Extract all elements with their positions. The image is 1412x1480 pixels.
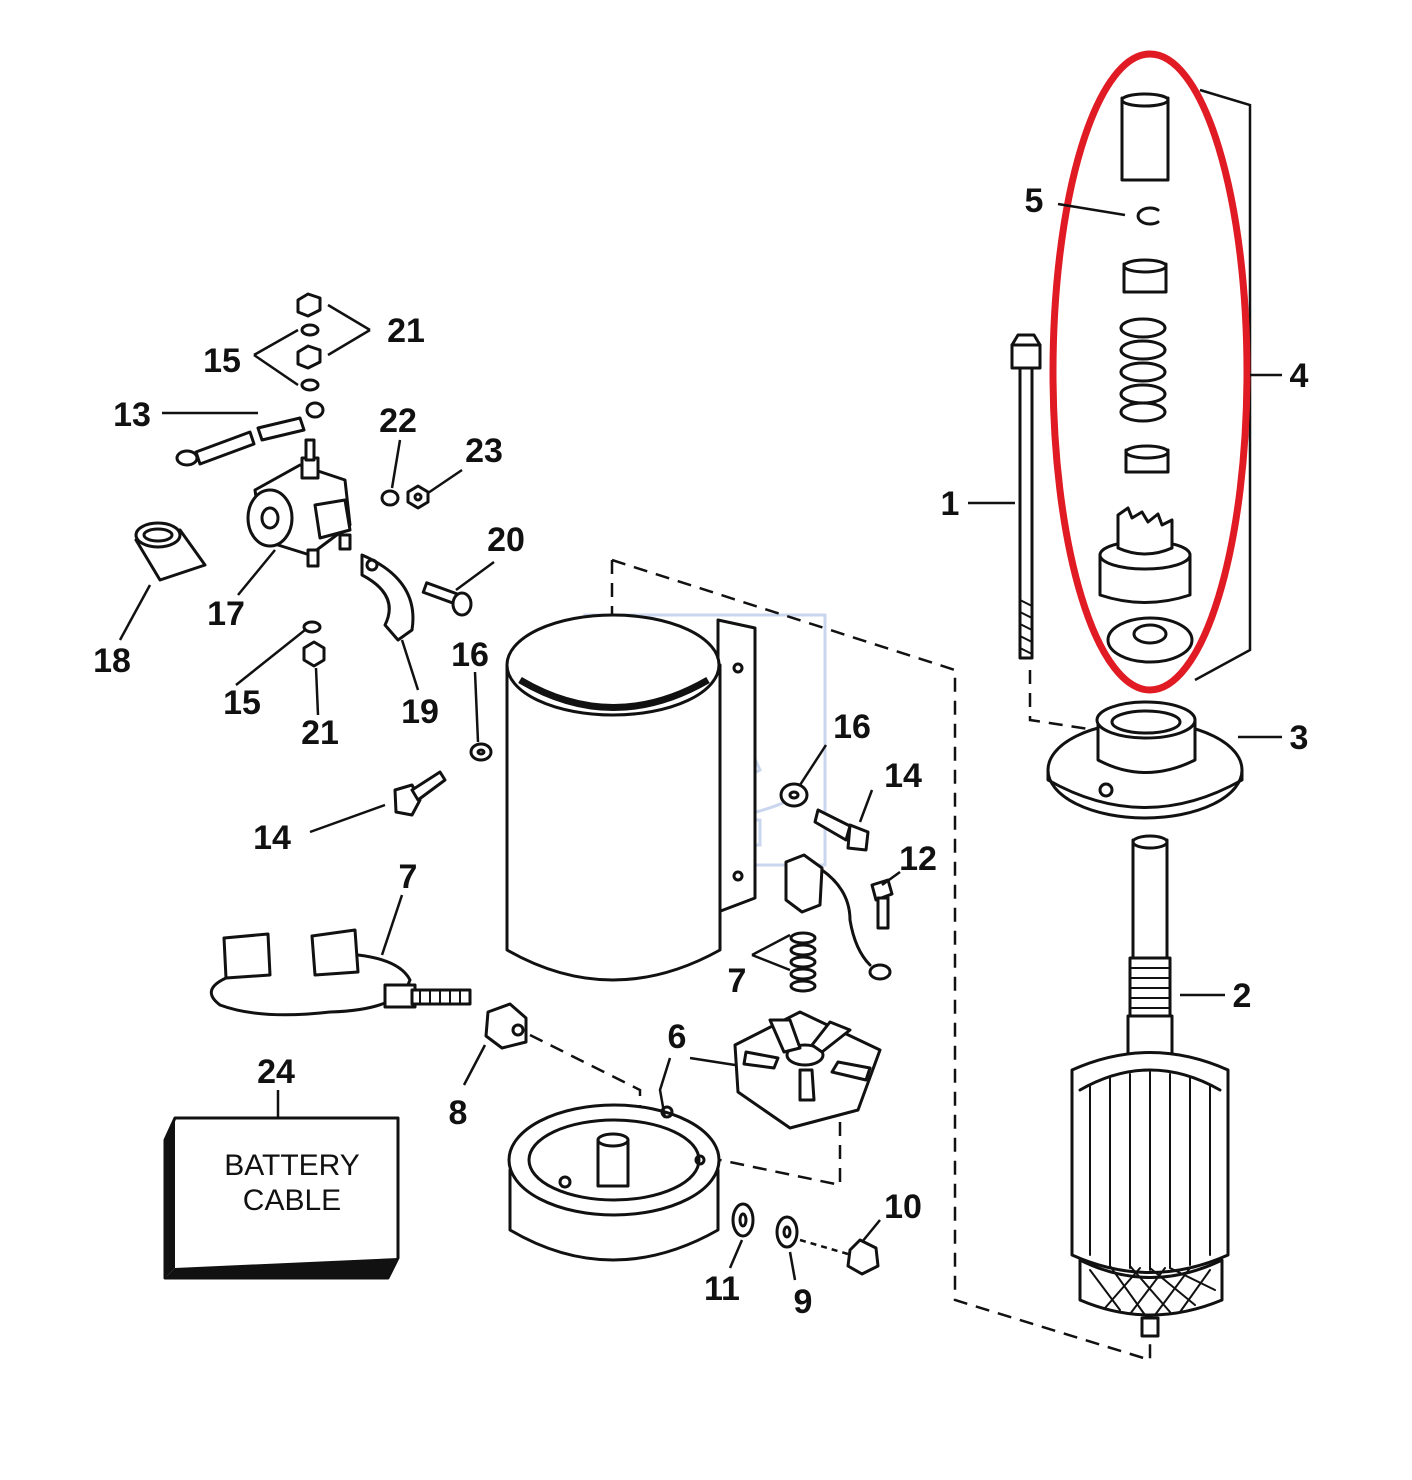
label-23: 23 <box>465 432 503 470</box>
drive-assembly <box>1098 92 1194 664</box>
washer-11 <box>731 1202 755 1238</box>
washer-16-right <box>779 782 809 808</box>
label-22: 22 <box>379 402 417 440</box>
bushing-18 <box>134 521 207 582</box>
stud-13 <box>175 401 325 467</box>
screw-12 <box>870 878 894 930</box>
brush-set-left <box>209 928 472 1017</box>
through-bolt <box>1010 333 1042 660</box>
nut-22 <box>380 489 400 507</box>
label-17: 17 <box>207 595 245 633</box>
label-11: 11 <box>704 1270 740 1308</box>
solenoid <box>246 438 352 568</box>
label-3: 3 <box>1290 719 1309 757</box>
label-20: 20 <box>487 521 525 559</box>
battery-cable-box: BATTERY CABLE <box>163 1090 400 1280</box>
brush-plate <box>733 1010 882 1130</box>
nuts-21-upper <box>296 292 322 392</box>
label-5: 5 <box>1025 182 1044 220</box>
label-14-left: 14 <box>253 819 291 857</box>
label-15-lower: 15 <box>223 684 261 722</box>
label-9: 9 <box>794 1283 813 1321</box>
screw-20 <box>421 581 473 617</box>
brush-set-right <box>784 853 892 993</box>
label-7-left: 7 <box>399 858 418 896</box>
label-7-right: 7 <box>728 962 747 1000</box>
label-4: 4 <box>1290 357 1309 395</box>
label-2: 2 <box>1233 977 1252 1015</box>
bolt-14-left <box>393 770 447 817</box>
bolt-14-right <box>813 808 870 852</box>
nut-10 <box>846 1238 880 1276</box>
label-21-upper: 21 <box>387 312 425 350</box>
label-16-left: 16 <box>451 636 489 674</box>
label-14-right: 14 <box>884 757 922 795</box>
leader-lines <box>118 202 1282 1281</box>
label-16-right: 16 <box>833 708 871 746</box>
lockwasher-15-lower <box>302 620 326 668</box>
label-13: 13 <box>113 396 151 434</box>
highlight-ellipse <box>1049 50 1251 694</box>
battery-box-line1: BATTERY <box>224 1149 360 1182</box>
label-1: 1 <box>941 485 960 523</box>
label-18: 18 <box>93 642 131 680</box>
nut-23 <box>406 484 430 510</box>
label-10: 10 <box>884 1188 922 1226</box>
battery-box-line2: CABLE <box>243 1184 341 1217</box>
label-12: 12 <box>899 840 937 878</box>
washer-9 <box>775 1215 849 1256</box>
label-6: 6 <box>668 1018 687 1056</box>
label-21-lower: 21 <box>301 714 339 752</box>
label-15-upper: 15 <box>203 342 241 380</box>
commutator-end-cap <box>507 1103 721 1262</box>
drive-end-cap <box>1046 700 1244 820</box>
armature <box>1070 834 1230 1338</box>
label-8: 8 <box>449 1094 468 1132</box>
bracket-19 <box>360 553 415 642</box>
label-19: 19 <box>401 693 439 731</box>
washer-16-left <box>469 742 493 762</box>
part-labels: 1 2 3 4 5 6 7 7 8 9 10 11 12 13 14 14 15… <box>93 182 1308 1321</box>
terminal-block <box>484 1002 528 1050</box>
label-24: 24 <box>257 1053 295 1091</box>
field-frame <box>505 613 757 982</box>
